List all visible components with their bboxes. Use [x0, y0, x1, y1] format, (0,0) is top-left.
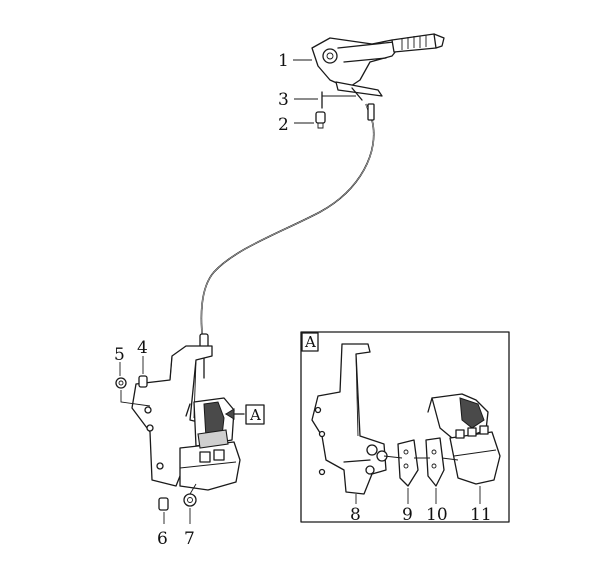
assembly-line-6-7: [189, 483, 197, 495]
inset-title-box: [301, 332, 319, 352]
detail-a-pointer: [225, 404, 265, 425]
callout-10: 10: [426, 505, 448, 525]
callout-6: 6: [157, 529, 168, 549]
washer-5: [115, 377, 127, 389]
bolt: [315, 111, 326, 129]
callout-11: 11: [470, 505, 492, 525]
caliper-assembly-11: [427, 393, 501, 485]
bolt-4: [138, 375, 148, 388]
callout-9: 9: [402, 505, 413, 525]
brake-cable: [199, 103, 375, 379]
bracket-8: [311, 343, 388, 495]
bolt-6: [158, 497, 169, 511]
assembly-line-4-5: [120, 390, 151, 407]
callout-3: 3: [278, 90, 289, 110]
inset-title-label: A: [304, 333, 316, 351]
handbrake-lever: [311, 33, 445, 101]
inset-assembly-line: [383, 455, 459, 461]
plate-10: [425, 437, 445, 487]
brake-bracket-assembly: [131, 345, 241, 491]
pin: [321, 91, 356, 109]
callout-7: 7: [184, 529, 195, 549]
callout-8: 8: [350, 505, 361, 525]
plate-9: [397, 439, 419, 487]
detail-a-label: A: [249, 406, 261, 424]
callout-1: 1: [278, 51, 289, 71]
washer-7: [183, 493, 197, 507]
callout-4: 4: [137, 338, 148, 358]
callout-5: 5: [114, 345, 125, 365]
callout-2: 2: [278, 115, 289, 135]
